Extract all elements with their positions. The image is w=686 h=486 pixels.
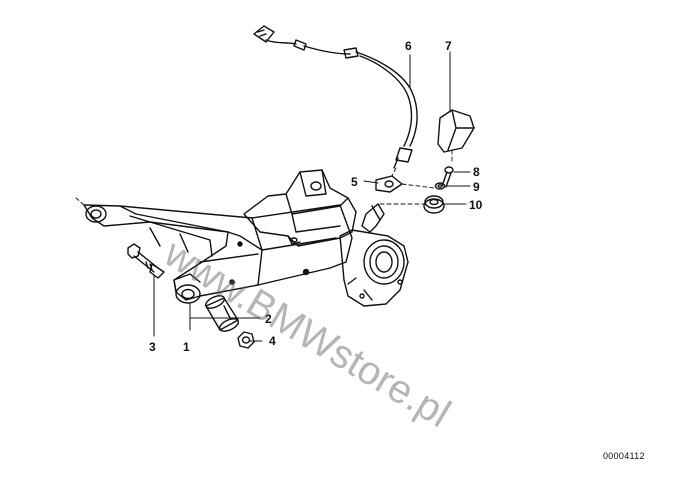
leader-lines bbox=[153, 51, 471, 342]
washer bbox=[434, 182, 446, 190]
catalog-number: 00004112 bbox=[603, 451, 645, 461]
callout-10: 10 bbox=[469, 198, 483, 212]
callout-2: 2 bbox=[265, 312, 272, 326]
callout-5: 5 bbox=[351, 175, 358, 189]
hub-flange bbox=[339, 203, 409, 307]
nut bbox=[237, 331, 255, 349]
callout-9: 9 bbox=[473, 180, 480, 194]
bushing-sleeve bbox=[204, 295, 240, 332]
bushing-end bbox=[173, 273, 201, 304]
callout-7: 7 bbox=[445, 39, 452, 53]
sensor-cable bbox=[253, 25, 418, 169]
callout-6: 6 bbox=[405, 39, 412, 53]
callout-8: 8 bbox=[473, 165, 480, 179]
callout-4: 4 bbox=[269, 334, 276, 348]
grommet bbox=[423, 195, 445, 214]
assembly-lines bbox=[75, 149, 453, 206]
bolt bbox=[127, 243, 165, 279]
callout-3: 3 bbox=[149, 340, 156, 354]
grommet-plate bbox=[375, 175, 403, 193]
trailing-arm bbox=[83, 204, 353, 301]
sensor-cap bbox=[437, 109, 475, 153]
callout-1: 1 bbox=[183, 340, 190, 354]
upper-bracket bbox=[243, 169, 357, 247]
